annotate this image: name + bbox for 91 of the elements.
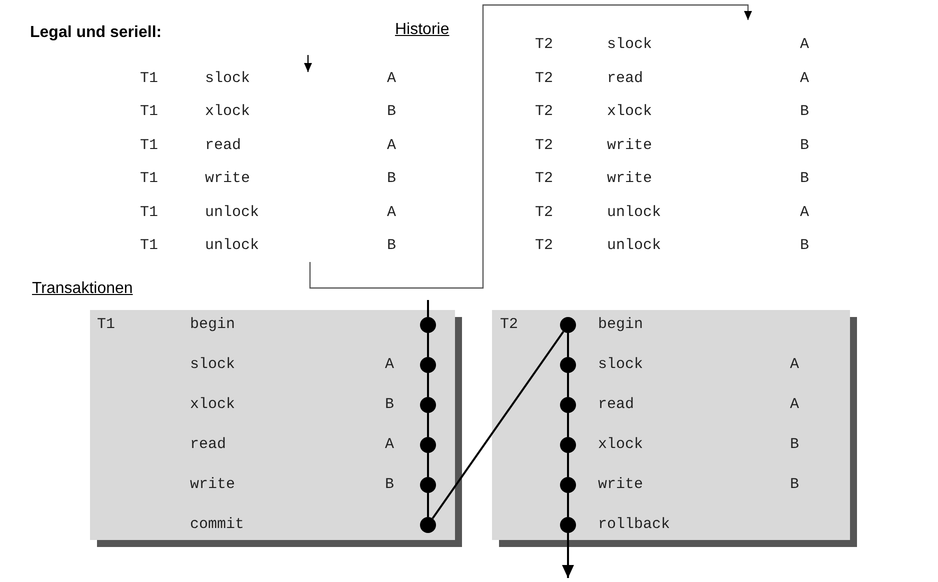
history-entry-text: T2 (535, 237, 554, 255)
history-entry-text: unlock (205, 237, 260, 255)
timeline-dot (420, 517, 436, 533)
history-entry-text: slock (205, 70, 250, 88)
transaction-panel (90, 310, 455, 540)
history-entry-text: unlock (607, 204, 662, 222)
timeline-dot (420, 317, 436, 333)
history-entry-text: T1 (140, 136, 158, 155)
history-entry-text: T1 (140, 204, 158, 222)
history-entry-text: T2 (535, 70, 554, 88)
history-entry-text: unlock (205, 204, 260, 222)
timeline-dot (560, 477, 576, 493)
history-entry-text: A (800, 36, 810, 54)
section-heading: Historie (395, 20, 450, 40)
transaction-step-text: A (790, 356, 800, 374)
history-entry-text: B (800, 237, 810, 255)
transaction-step-text: B (790, 476, 800, 494)
transaction-step-text: commit (190, 516, 244, 534)
history-entry-text: A (800, 204, 810, 222)
connector-line (427, 453, 429, 477)
history-entry-text: B (387, 103, 396, 122)
transaction-step-text: xlock (598, 436, 644, 454)
history-entry-text: T2 (535, 136, 554, 154)
timeline-dot (560, 357, 576, 373)
section-heading: Transaktionen (32, 279, 133, 299)
history-entry-text: write (607, 170, 652, 188)
history-entry-text: xlock (205, 103, 250, 122)
history-entry-text: B (800, 170, 810, 188)
transaction-step-text: begin (190, 316, 236, 334)
transaction-step-text: slock (190, 356, 236, 374)
timeline-dot (560, 317, 576, 333)
connector-line (567, 413, 569, 437)
timeline-dot (560, 397, 576, 413)
history-entry-text: B (800, 136, 810, 154)
transaction-step-text: A (385, 436, 394, 454)
history-entry-text: T1 (140, 103, 158, 122)
arrow (562, 533, 574, 578)
connector-line (567, 333, 569, 357)
transaction-step-text: A (790, 396, 800, 414)
heading: Legal und seriell: (30, 24, 162, 42)
history-entry-text: unlock (607, 237, 662, 255)
transaction-step-text: write (598, 476, 644, 494)
history-entry-text: read (205, 136, 242, 155)
history-entry-text: T2 (535, 204, 554, 222)
history-entry-text: T1 (140, 237, 158, 255)
transaction-step-text: T1 (97, 316, 116, 334)
transaction-step-text: read (598, 396, 634, 414)
transaction-step-text: B (790, 436, 800, 454)
timeline-dot (420, 357, 436, 373)
history-entry-text: T1 (140, 170, 158, 188)
history-entry-text: T2 (535, 170, 554, 188)
timeline-dot (420, 477, 436, 493)
history-entry-text: write (205, 170, 250, 188)
transaction-step-text: slock (598, 356, 644, 374)
transaction-step-text: begin (598, 316, 644, 334)
history-entry-text: A (387, 70, 396, 88)
history-entry-text: B (387, 237, 396, 255)
history-entry-text: A (800, 70, 810, 88)
connector-line (427, 413, 429, 437)
connector-line (567, 493, 569, 517)
connector-line (432, 330, 564, 520)
history-entry-text: T2 (535, 36, 554, 54)
transaction-step-text: write (190, 476, 236, 494)
transaction-step-text: rollback (598, 516, 670, 534)
timeline-dot (560, 517, 576, 533)
history-entry-text: write (607, 136, 652, 154)
transaction-step-text: xlock (190, 396, 236, 414)
timeline-dot (420, 437, 436, 453)
history-entry-text: xlock (607, 103, 652, 121)
history-entry-text: B (387, 170, 396, 188)
connector-line (567, 373, 569, 397)
connector-line (427, 373, 429, 397)
history-entry-text: T1 (140, 70, 158, 88)
timeline-dot (560, 437, 576, 453)
history-entry-text: read (607, 70, 644, 88)
transaction-panel (492, 310, 850, 540)
timeline-dot (420, 397, 436, 413)
transaction-step-text: read (190, 436, 226, 454)
history-entry-text: T2 (535, 103, 554, 121)
history-entry-text: slock (607, 36, 652, 54)
transaction-step-text: B (385, 476, 394, 494)
history-entry-text: A (387, 204, 396, 222)
history-entry-text: A (387, 136, 396, 155)
connector-line (427, 493, 429, 517)
history-entry-text: B (800, 103, 810, 121)
transaction-step-text: B (385, 396, 394, 414)
transaction-step-text: A (385, 356, 394, 374)
connector-line (427, 333, 429, 357)
connector-line (427, 300, 429, 317)
transaction-step-text: T2 (500, 316, 518, 334)
connector-line (567, 453, 569, 477)
